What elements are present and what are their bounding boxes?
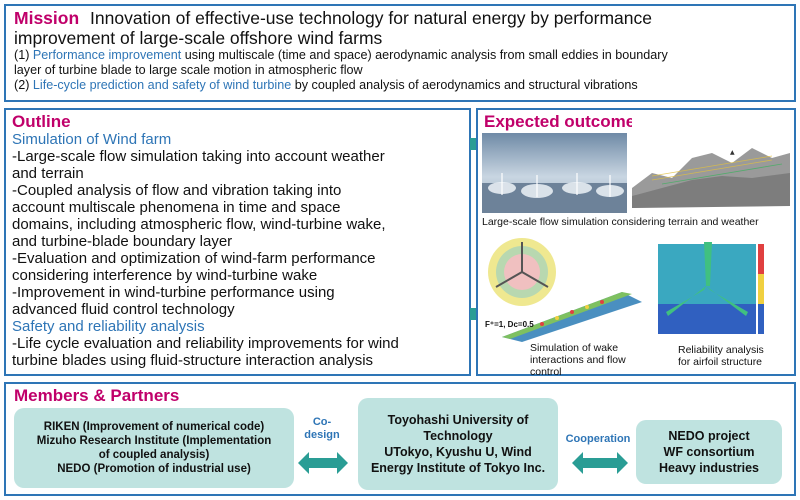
- mission-item-2-rest: by coupled analysis of aerodynamics and …: [291, 78, 638, 92]
- caption-reliability: Reliability analysis for airfoil structu…: [678, 344, 788, 368]
- outline-box: Outline Simulation of Wind farm -Large-s…: [4, 108, 471, 376]
- caption-reliability-line: Reliability analysis: [678, 344, 764, 356]
- mission-item-1-prefix: (1): [14, 48, 33, 62]
- figure-parameter-label: F⁺=1, Dc=0.5: [485, 320, 534, 329]
- right-partner-line: Heavy industries: [658, 461, 760, 475]
- double-arrow-icon: [298, 452, 348, 474]
- outline-line: considering interference by wind-turbine…: [12, 267, 318, 284]
- center-member-line: Toyohashi University of: [387, 413, 529, 427]
- outline-line: and turbine-blade boundary layer: [12, 233, 233, 250]
- codesign-line: design: [304, 429, 340, 441]
- left-partner-line: RIKEN (Improvement of numerical code): [43, 421, 265, 433]
- mission-item-2: (2) Life-cycle prediction and safety of …: [14, 78, 786, 93]
- outline-sub-wind-farm: Simulation of Wind farm: [12, 131, 172, 148]
- outline-sub-safety: Safety and reliability analysis: [12, 318, 205, 335]
- airfoil-reliability-image: [658, 234, 768, 338]
- mission-title-line1: Innovation of effective-use technology f…: [90, 8, 652, 28]
- outline-line: turbine blades using fluid-structure int…: [12, 352, 374, 369]
- mission-item-1: (1) Performance improvement using multis…: [14, 48, 786, 63]
- caption-wake-line: interactions and flow: [530, 354, 626, 366]
- expected-heading: Expected outcome: [484, 112, 636, 131]
- mission-item-1-line2: layer of turbine blade to large scale mo…: [14, 63, 363, 77]
- caption-large-scale-flow: Large-scale flow simulation considering …: [482, 216, 759, 228]
- right-partner-line: NEDO project: [668, 429, 750, 443]
- center-member-line: Technology: [423, 429, 493, 443]
- terrain-simulation-image: ▲: [632, 118, 790, 213]
- mission-item-2-prefix: (2): [14, 78, 33, 92]
- codesign-line: Co-: [312, 416, 332, 428]
- wake-simulation-image: [482, 232, 642, 342]
- codesign-label: Co- design: [296, 416, 348, 442]
- outline-line: domains, including atmospheric flow, win…: [12, 216, 386, 233]
- outline-line: -Evaluation and optimization of wind-far…: [12, 250, 376, 267]
- outline-line: account multiscale phenomena in time and…: [12, 199, 341, 216]
- outline-line: -Life cycle evaluation and reliability i…: [12, 335, 399, 352]
- outline-line: -Improvement in wind-turbine performance…: [12, 284, 335, 301]
- right-partner-line: WF consortium: [663, 445, 755, 459]
- offshore-wind-farm-image: [482, 133, 627, 213]
- mission-heading: Mission: [14, 8, 80, 28]
- left-partners-box: RIKEN (Improvement of numerical code) Mi…: [14, 408, 294, 488]
- center-member-line: UTokyo, Kyushu U, Wind: [384, 445, 532, 459]
- right-partners-box: NEDO project WF consortium Heavy industr…: [636, 420, 782, 484]
- outline-line: and terrain: [12, 165, 84, 182]
- outline-line: advanced fluid control technology: [12, 301, 235, 318]
- mission-title: Mission Innovation of effective-use tech…: [14, 8, 786, 28]
- left-partner-line: NEDO (Promotion of industrial use): [57, 463, 251, 475]
- caption-wake-simulation: Simulation of wake interactions and flow…: [530, 342, 640, 378]
- svg-text:▲: ▲: [730, 149, 735, 156]
- caption-reliability-line: for airfoil structure: [678, 356, 763, 368]
- cooperation-label: Cooperation: [565, 433, 631, 445]
- caption-wake-line: Simulation of wake: [530, 342, 619, 354]
- center-member-line: Energy Institute of Tokyo Inc.: [370, 461, 546, 475]
- mission-item-1-highlight: Performance improvement: [32, 48, 182, 62]
- center-members-box: Toyohashi University of Technology UToky…: [358, 398, 558, 490]
- caption-wake-line: control: [530, 366, 562, 378]
- outline-heading: Outline: [12, 112, 71, 131]
- mission-item-2-highlight: Life-cycle prediction and safety of wind…: [32, 78, 292, 92]
- outline-line: -Large-scale flow simulation taking into…: [12, 148, 385, 165]
- outline-line: -Coupled analysis of flow and vibration …: [12, 182, 342, 199]
- members-heading: Members & Partners: [14, 386, 180, 405]
- double-arrow-icon: [572, 452, 628, 474]
- left-partner-line: of coupled analysis): [98, 449, 210, 461]
- mission-title-line2: improvement of large-scale offshore wind…: [14, 28, 383, 48]
- mission-item-1-rest: using multiscale (time and space) aerody…: [181, 48, 668, 62]
- left-partner-line: Mizuho Research Institute (Implementatio…: [36, 435, 272, 447]
- mission-box: Mission Innovation of effective-use tech…: [4, 4, 796, 102]
